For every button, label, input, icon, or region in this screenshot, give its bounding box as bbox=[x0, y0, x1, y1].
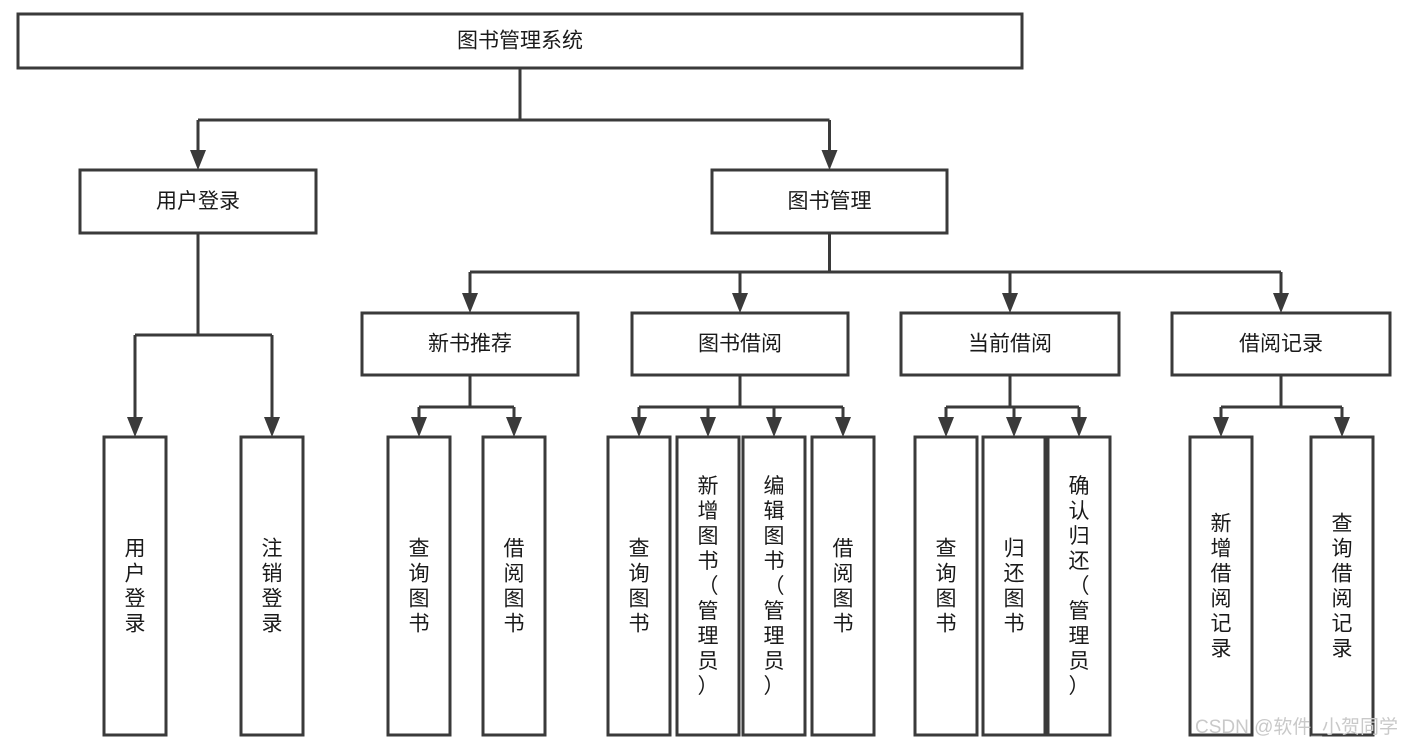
node-l2-借阅记录-3[interactable]: 借阅记录 bbox=[1170, 311, 1392, 377]
root-fan-branch-0-head bbox=[190, 150, 206, 170]
node-box bbox=[239, 435, 305, 737]
node-box bbox=[981, 435, 1047, 737]
node-label: 确认归还（管理员） bbox=[1069, 475, 1090, 698]
node-box bbox=[810, 435, 876, 737]
node-label: 借阅图书 bbox=[504, 538, 525, 636]
node-box bbox=[481, 435, 547, 737]
node-box bbox=[1046, 435, 1112, 737]
node-leaf-用户登录-0[interactable]: 用户登录 bbox=[102, 435, 168, 737]
l2-0-fan-branch-1-head bbox=[506, 417, 522, 437]
node-label: 编辑图书（管理员） bbox=[764, 475, 785, 698]
node-box bbox=[913, 435, 979, 737]
mgmt-fan-branch-1-head bbox=[732, 293, 748, 313]
node-label: 查询图书 bbox=[409, 538, 430, 636]
node-box bbox=[16, 12, 1024, 70]
node-box bbox=[899, 311, 1121, 377]
node-label: 图书管理 bbox=[788, 190, 872, 213]
node-label: 查询图书 bbox=[629, 538, 650, 636]
node-leaf-查询图书-4[interactable]: 查询图书 bbox=[606, 435, 672, 737]
csdn-watermark: CSDN @软件_小贺同学 bbox=[1195, 716, 1398, 738]
user-fan-branch-1-head bbox=[264, 417, 280, 437]
node-box bbox=[102, 435, 168, 737]
node-label: 新增借阅记录 bbox=[1211, 513, 1232, 661]
node-label: 查询借阅记录 bbox=[1332, 513, 1353, 661]
connector-layer bbox=[127, 68, 1350, 437]
l2-1-fan-branch-1-head bbox=[700, 417, 716, 437]
node-label: 借阅图书 bbox=[833, 538, 854, 636]
node-label: 借阅记录 bbox=[1239, 333, 1323, 356]
node-box bbox=[606, 435, 672, 737]
node-box bbox=[360, 311, 580, 377]
node-leaf-编辑图书管理员-6[interactable]: 编辑图书（管理员） bbox=[741, 435, 807, 737]
node-label: 新增图书（管理员） bbox=[698, 475, 719, 698]
root-fan-branch-1-head bbox=[821, 150, 838, 170]
l2-2-fan-branch-0-head bbox=[938, 417, 954, 437]
node-l1-用户登录-0[interactable]: 用户登录 bbox=[78, 168, 318, 235]
node-leaf-借阅图书-3[interactable]: 借阅图书 bbox=[481, 435, 547, 737]
node-box bbox=[630, 311, 850, 377]
mgmt-fan-branch-2-head bbox=[1002, 293, 1018, 313]
node-label: 注销登录 bbox=[262, 538, 283, 636]
mgmt-fan-branch-3-head bbox=[1273, 293, 1289, 313]
node-root-图书管理系统-0[interactable]: 图书管理系统 bbox=[16, 12, 1024, 70]
node-l2-新书推荐-0[interactable]: 新书推荐 bbox=[360, 311, 580, 377]
node-box bbox=[741, 435, 807, 737]
node-box bbox=[1188, 435, 1254, 737]
node-box bbox=[1170, 311, 1392, 377]
l2-3-fan-branch-0-head bbox=[1213, 417, 1229, 437]
node-label: 图书管理系统 bbox=[457, 30, 583, 53]
node-leaf-归还图书-9[interactable]: 归还图书 bbox=[981, 435, 1047, 737]
node-label: 归还图书 bbox=[1004, 538, 1025, 636]
node-l2-图书借阅-1[interactable]: 图书借阅 bbox=[630, 311, 850, 377]
l2-2-fan-branch-2-head bbox=[1071, 417, 1087, 437]
node-l1-图书管理-1[interactable]: 图书管理 bbox=[710, 168, 949, 235]
node-leaf-借阅图书-7[interactable]: 借阅图书 bbox=[810, 435, 876, 737]
node-leaf-新增借阅记录-11[interactable]: 新增借阅记录 bbox=[1188, 435, 1254, 737]
node-leaf-注销登录-1[interactable]: 注销登录 bbox=[239, 435, 305, 737]
node-box bbox=[386, 435, 452, 737]
user-fan-branch-0-head bbox=[127, 417, 143, 437]
l2-1-fan-branch-3-head bbox=[835, 417, 851, 437]
node-label: 查询图书 bbox=[936, 538, 957, 636]
l2-2-fan-branch-1-head bbox=[1006, 417, 1022, 437]
node-box bbox=[78, 168, 318, 235]
node-leaf-查询图书-2[interactable]: 查询图书 bbox=[386, 435, 452, 737]
node-label: 用户登录 bbox=[156, 190, 240, 213]
node-leaf-查询借阅记录-12[interactable]: 查询借阅记录 bbox=[1309, 435, 1375, 737]
node-box bbox=[710, 168, 949, 235]
mgmt-fan-branch-0-head bbox=[462, 293, 478, 313]
l2-3-fan-branch-1-head bbox=[1334, 417, 1350, 437]
node-leaf-确认归还管理员-10[interactable]: 确认归还（管理员） bbox=[1046, 435, 1112, 737]
l2-1-fan-branch-2-head bbox=[766, 417, 782, 437]
node-box bbox=[1309, 435, 1375, 737]
node-leaf-新增图书管理员-5[interactable]: 新增图书（管理员） bbox=[675, 435, 741, 737]
node-label: 当前借阅 bbox=[968, 333, 1052, 356]
node-l2-当前借阅-2[interactable]: 当前借阅 bbox=[899, 311, 1121, 377]
node-label: 用户登录 bbox=[125, 538, 146, 636]
node-label: 新书推荐 bbox=[428, 333, 512, 356]
node-box bbox=[675, 435, 741, 737]
node-layer: 图书管理系统用户登录图书管理新书推荐图书借阅当前借阅借阅记录用户登录注销登录查询… bbox=[16, 12, 1392, 737]
node-label: 图书借阅 bbox=[698, 333, 782, 356]
l2-0-fan-branch-0-head bbox=[411, 417, 427, 437]
l2-1-fan-branch-0-head bbox=[631, 417, 647, 437]
node-leaf-查询图书-8[interactable]: 查询图书 bbox=[913, 435, 979, 737]
